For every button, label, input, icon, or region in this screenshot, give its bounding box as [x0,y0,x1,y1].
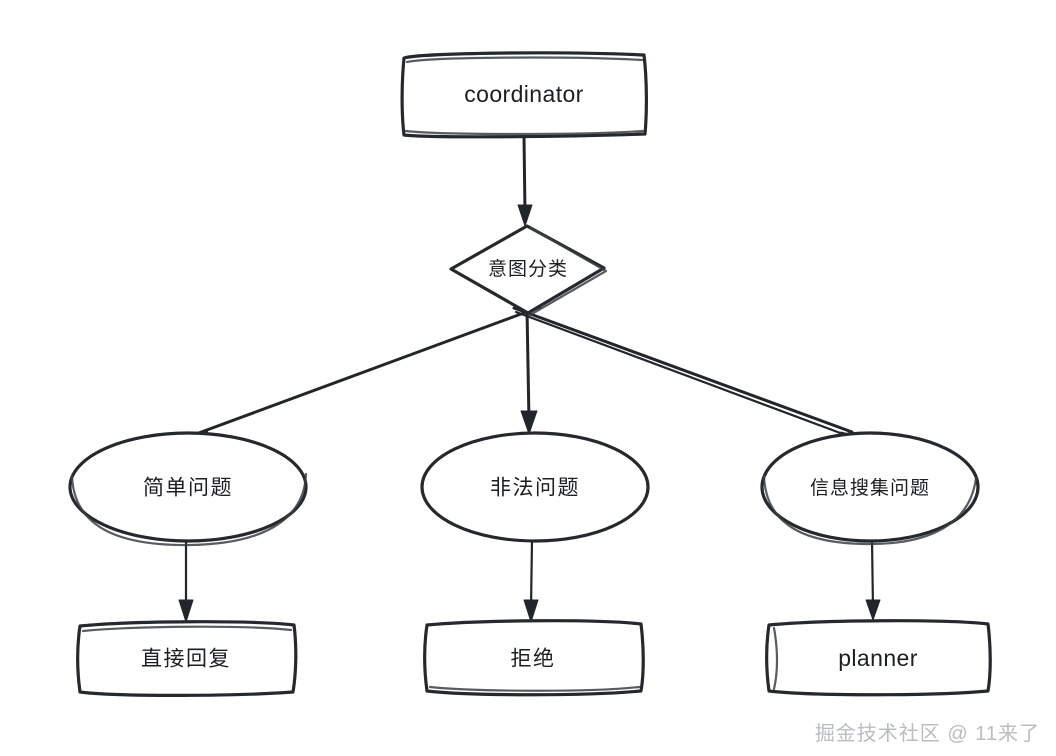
node-reject[interactable]: 拒绝 [423,619,645,697]
arrow-head-icon [520,410,538,435]
node-label-coordinator: coordinator [464,81,583,107]
edge-simple-to-direct-reply [178,538,194,623]
node-label-reject: 拒绝 [511,648,556,671]
watermark-text: 掘金技术社区 @ 11来了 [814,723,1040,745]
arrow-head-icon [517,204,533,227]
node-label-illegal-question: 非法问题 [490,477,580,500]
node-label-intent-classification: 意图分类 [488,258,568,280]
edge-coordinator-to-intent [517,134,533,227]
edge-intent-to-simple [184,305,542,445]
node-illegal-question[interactable]: 非法问题 [420,431,650,543]
arrow-head-icon [523,599,539,623]
node-label-info-gathering-question: 信息搜集问题 [810,477,930,499]
arrow-head-icon [865,599,881,621]
edge-intent-to-info [512,306,865,448]
node-simple-question[interactable]: 简单问题 [68,431,308,547]
node-planner[interactable]: planner [765,619,992,697]
node-label-direct-reply: 直接回复 [141,648,231,671]
edge-info-to-planner [865,538,881,621]
edge-illegal-to-reject [523,538,539,623]
node-label-planner: planner [838,645,918,671]
node-label-simple-question: 简单问题 [143,477,233,500]
node-intent-classification[interactable]: 意图分类 [449,224,608,317]
node-info-gathering-question[interactable]: 信息搜集问题 [760,431,980,546]
arrow-head-icon [178,599,194,623]
node-coordinator[interactable]: coordinator [400,51,648,139]
edge-intent-to-illegal [520,308,538,435]
node-direct-reply[interactable]: 直接回复 [76,620,298,697]
